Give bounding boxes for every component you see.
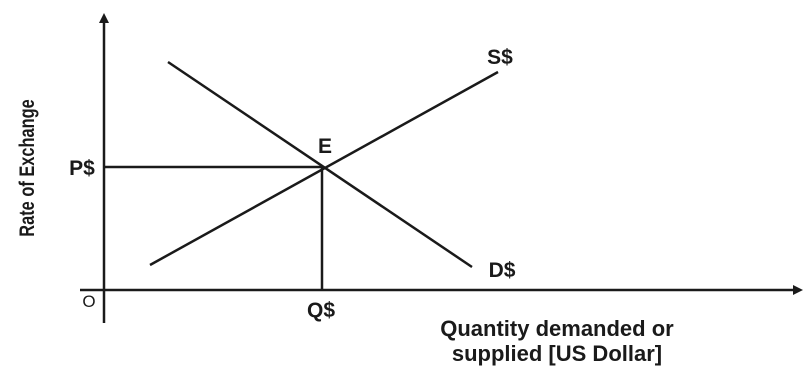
equilibrium-label: E: [318, 135, 332, 158]
x-axis-label-line1: Quantity demanded or: [440, 316, 674, 341]
price-label: P$: [69, 157, 95, 180]
demand-label: D$: [489, 259, 516, 282]
x-axis-label-line2: supplied [US Dollar]: [452, 341, 662, 366]
supply-label: S$: [487, 46, 513, 69]
origin-label: O: [82, 292, 95, 311]
quantity-label: Q$: [307, 299, 335, 322]
supply-curve: [149, 70, 499, 267]
demand-curve: [167, 60, 473, 269]
y-axis-label: Rate of Exchange: [15, 99, 38, 236]
